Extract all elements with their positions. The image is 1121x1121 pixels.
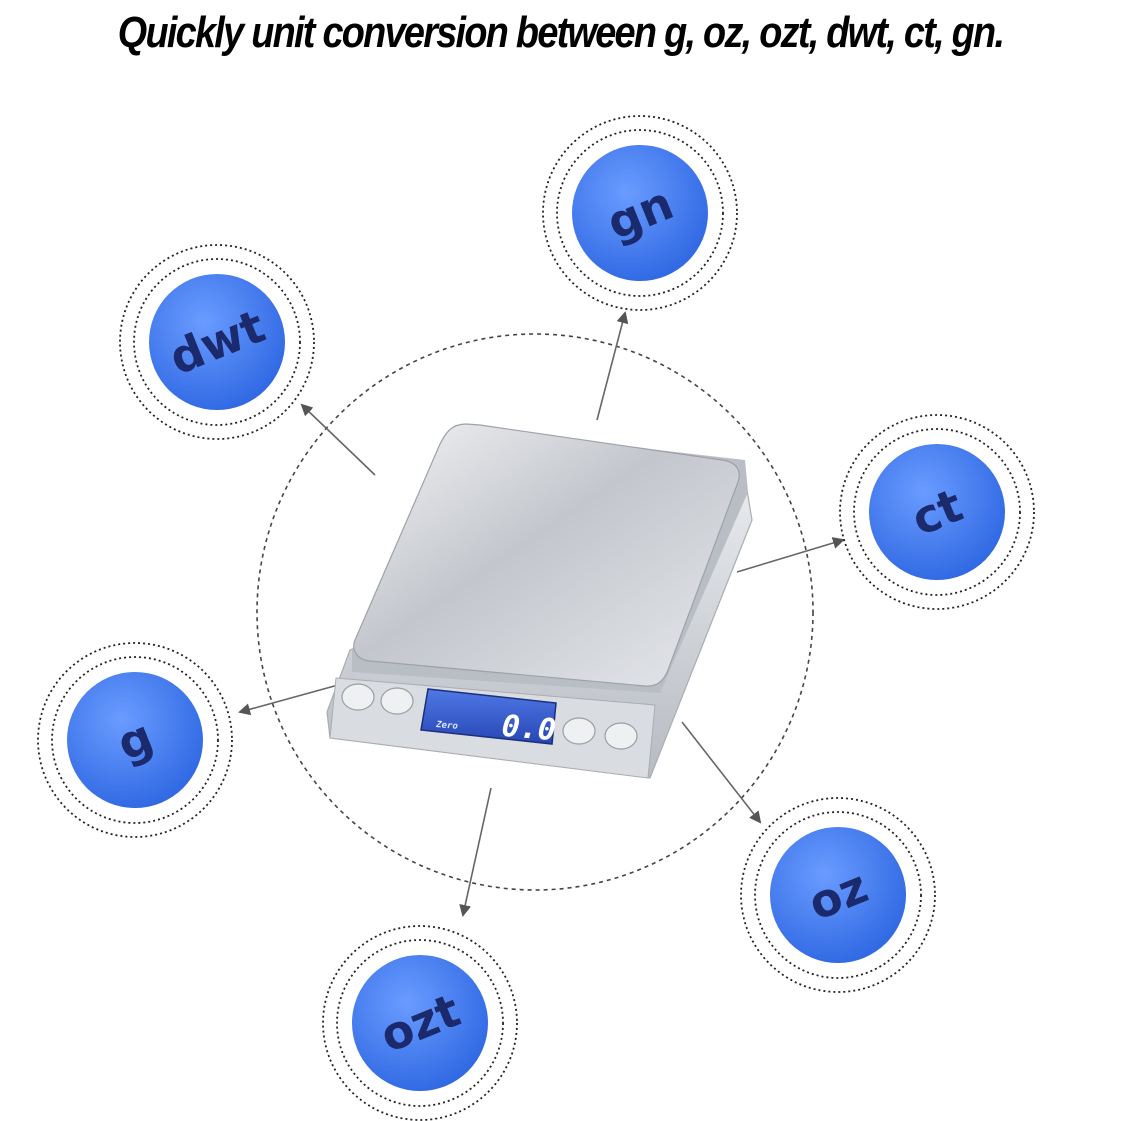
arrow-to-dwt — [300, 403, 376, 476]
unit-outer-dotted-ring — [839, 414, 1035, 610]
arrow-to-ct — [736, 537, 845, 573]
unit-inner-dotted-ring — [336, 939, 504, 1107]
unit-badge-ozt: ozt — [322, 925, 518, 1121]
unit-disc — [869, 444, 1005, 580]
unit-disc — [352, 955, 488, 1091]
unit-disc — [572, 145, 708, 281]
unit-inner-dotted-ring — [853, 428, 1021, 596]
unit-button[interactable] — [604, 722, 638, 750]
unit-badges: gn dwt ct g oz ozt — [37, 115, 1035, 1121]
weighing-pan — [353, 423, 740, 687]
arrow-to-g — [238, 684, 339, 716]
mode-button[interactable] — [380, 687, 414, 715]
tare-button[interactable] — [562, 717, 596, 745]
unit-inner-dotted-ring — [754, 811, 922, 979]
unit-badge-dwt: dwt — [119, 244, 315, 440]
lcd-reading: 0.0 — [500, 709, 557, 749]
unit-outer-dotted-ring — [37, 642, 233, 838]
lcd-display — [420, 688, 557, 745]
unit-outer-dotted-ring — [740, 797, 936, 993]
connector-arrows — [238, 311, 845, 917]
arrow-to-ozt — [459, 787, 492, 917]
unit-badge-gn: gn — [542, 115, 738, 311]
arrow-to-gn — [596, 311, 629, 421]
arrow-to-oz — [681, 721, 762, 824]
center-dashed-ring — [256, 333, 814, 891]
unit-outer-dotted-ring — [322, 925, 518, 1121]
unit-badge-ct: ct — [839, 414, 1035, 610]
unit-badge-g: g — [37, 642, 233, 838]
lcd-zero-label: Zero — [435, 720, 459, 732]
unit-disc — [67, 672, 203, 808]
unit-inner-dotted-ring — [556, 129, 724, 297]
digital-scale: 0.0 Zero — [326, 423, 753, 779]
unit-inner-dotted-ring — [133, 258, 301, 426]
unit-outer-dotted-ring — [119, 244, 315, 440]
unit-badge-oz: oz — [740, 797, 936, 993]
unit-disc — [149, 274, 285, 410]
headline: Quickly unit conversion between g, oz, o… — [117, 8, 1005, 57]
unit-outer-dotted-ring — [542, 115, 738, 311]
power-button[interactable] — [341, 683, 375, 711]
unit-inner-dotted-ring — [51, 656, 219, 824]
unit-disc — [770, 827, 906, 963]
